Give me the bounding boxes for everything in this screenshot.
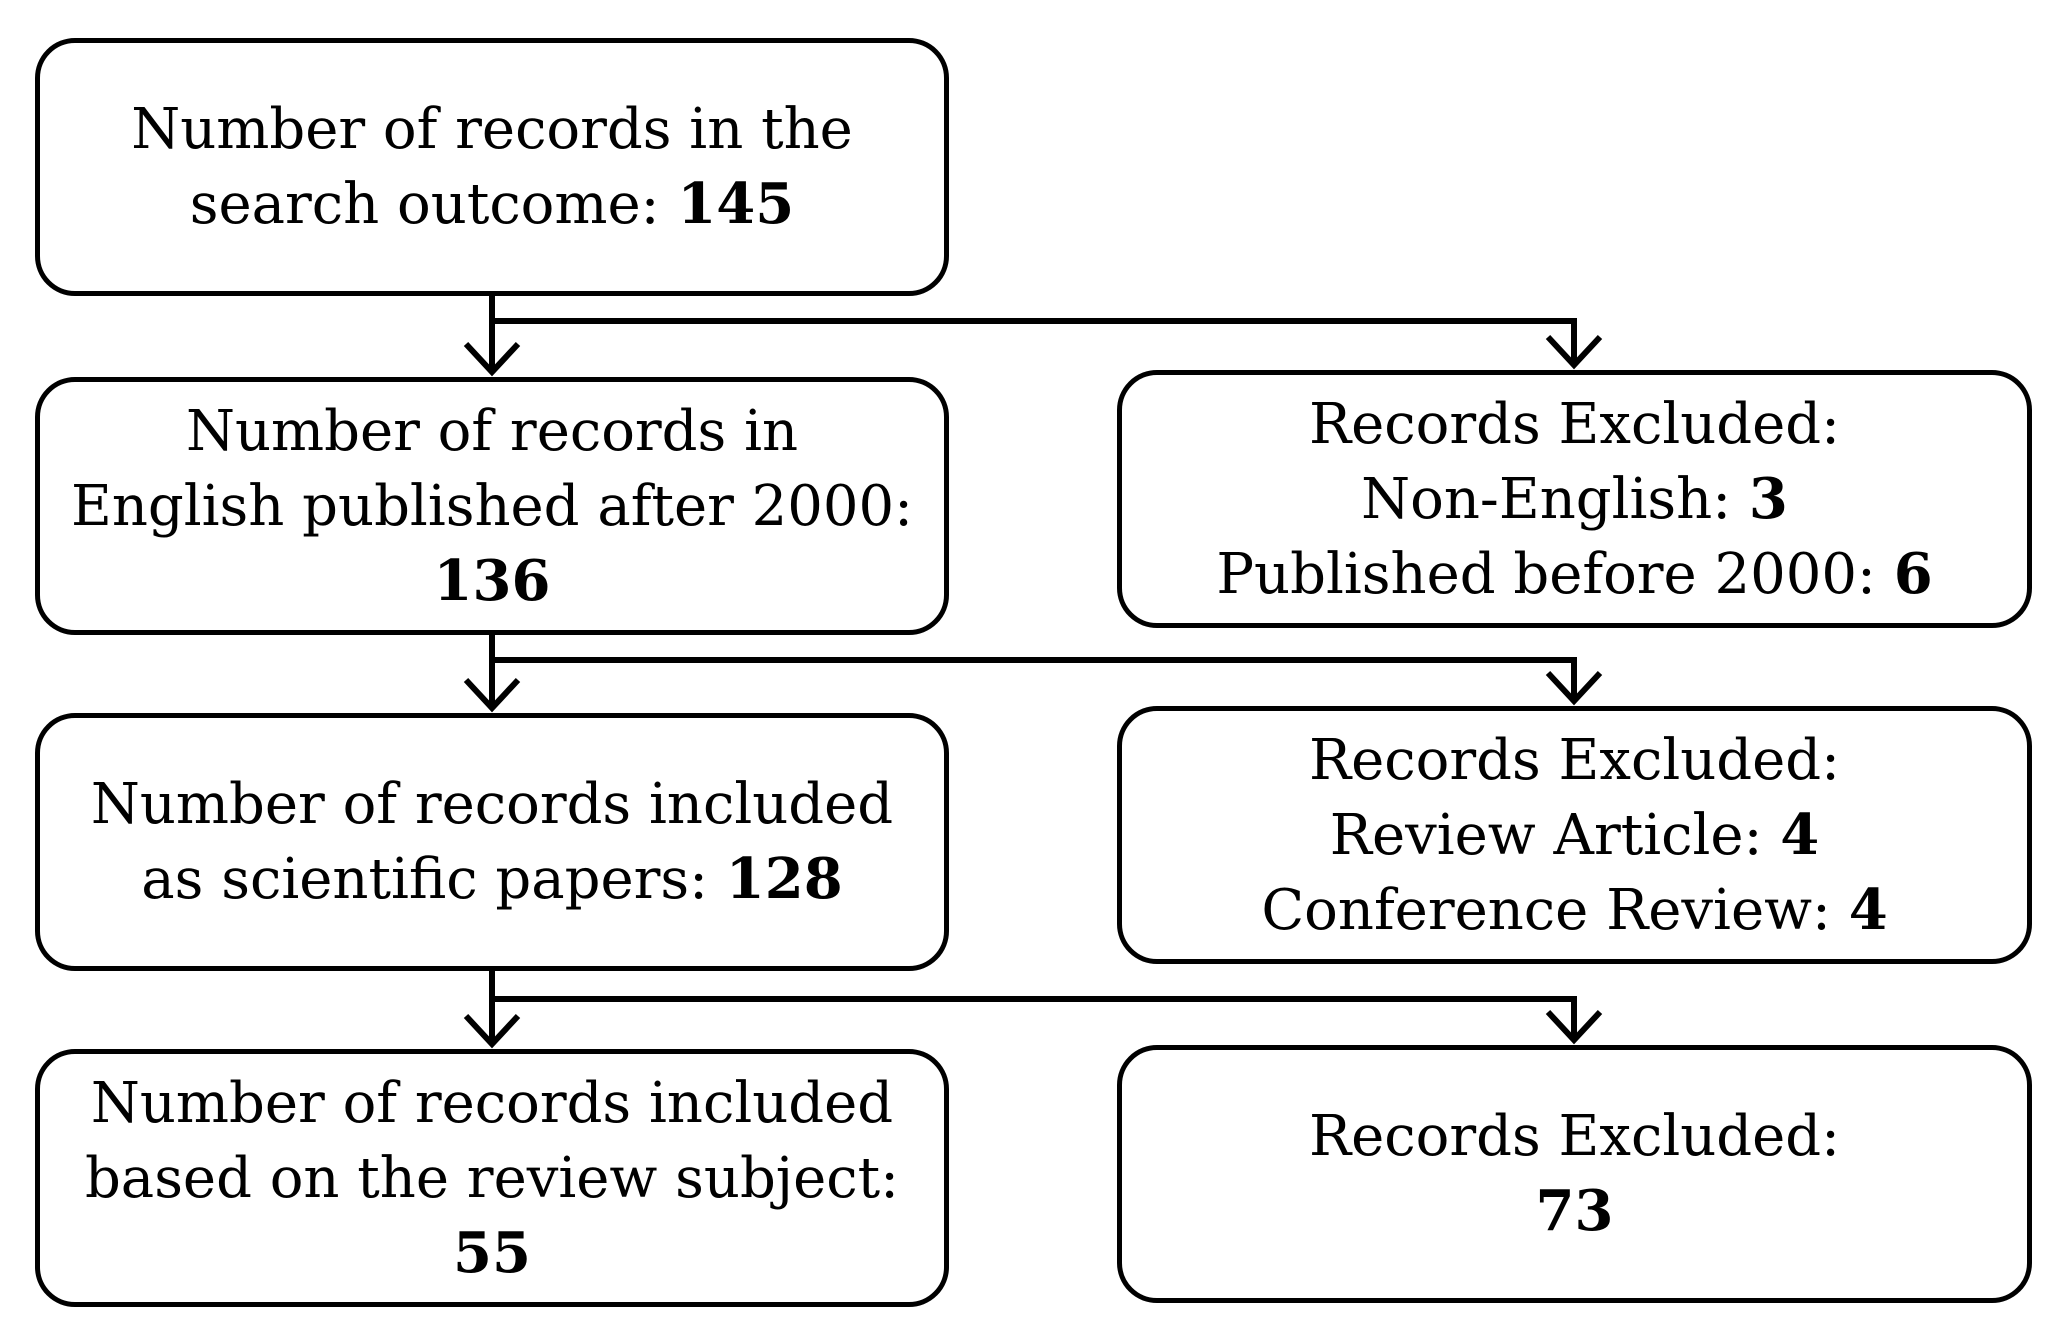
stage-1-count: 145: [677, 171, 795, 237]
stage-1-line-1: Number of records in the: [131, 97, 853, 162]
arrowhead-exclusion-3: [1545, 1009, 1603, 1045]
arrowhead-exclusion-1: [1545, 334, 1603, 370]
exclusion-1-line-2: Non-English: 3: [1361, 465, 1788, 532]
exclusion-2-line-2: Review Article: 4: [1329, 801, 1820, 868]
stage-2-line-1: Number of records in: [185, 398, 799, 464]
arrowhead-stage-3: [463, 677, 521, 713]
arrowhead-exclusion-2: [1545, 670, 1603, 706]
exclusion-2-heading: Records Excluded:: [1308, 727, 1841, 793]
exclusion-1-heading: Records Excluded:: [1308, 391, 1841, 457]
arrowhead-stage-4: [463, 1013, 521, 1049]
exclusion-article-type-box: Records Excluded: Review Article: 4 Conf…: [1117, 706, 2032, 964]
exclusion-2-line-3: Conference Review: 4: [1261, 876, 1888, 943]
stage-2-count: 136: [433, 547, 551, 614]
stage-1-line-2: search outcome: 145: [189, 171, 795, 237]
stage-4-line-3: 55: [453, 1216, 531, 1291]
exclusion-3-count: 73: [1535, 1178, 1614, 1244]
exclusion-2-review-article-count: 4: [1780, 801, 1820, 868]
stage-scientific-papers-box: Number of records included as scientific…: [35, 713, 949, 971]
exclusion-1-non-english-count: 3: [1748, 465, 1788, 532]
stage-4-line-2: based on the review subject:: [84, 1145, 900, 1211]
stage-search-outcome-box: Number of records in the search outcome:…: [35, 38, 949, 296]
stage-3-count: 128: [725, 846, 843, 912]
stage-3-line-1: Number of records included: [90, 772, 894, 837]
exclusion-1-pre-2000-count: 6: [1893, 540, 1933, 607]
exclusion-2-conference-review-count: 4: [1848, 876, 1888, 943]
exclusion-subject-box: Records Excluded: 73: [1117, 1045, 2032, 1303]
stage-2-line-3: 136: [434, 544, 551, 619]
stage-4-line-1: Number of records included: [90, 1070, 894, 1136]
stage-2-line-2: English published after 2000:: [70, 473, 914, 539]
arrowhead-stage-2: [463, 341, 521, 377]
stage-english-after-2000-box: Number of records in English published a…: [35, 377, 949, 635]
stage-3-line-2: as scientific papers: 128: [141, 846, 843, 912]
exclusion-3-line-2: 73: [1536, 1174, 1614, 1249]
stage-4-count: 55: [453, 1219, 531, 1286]
exclusion-3-heading: Records Excluded:: [1308, 1104, 1841, 1169]
stage-review-subject-box: Number of records included based on the …: [35, 1049, 949, 1307]
exclusion-1-line-3: Published before 2000: 6: [1216, 540, 1933, 607]
exclusion-language-date-box: Records Excluded: Non-English: 3 Publish…: [1117, 370, 2032, 628]
